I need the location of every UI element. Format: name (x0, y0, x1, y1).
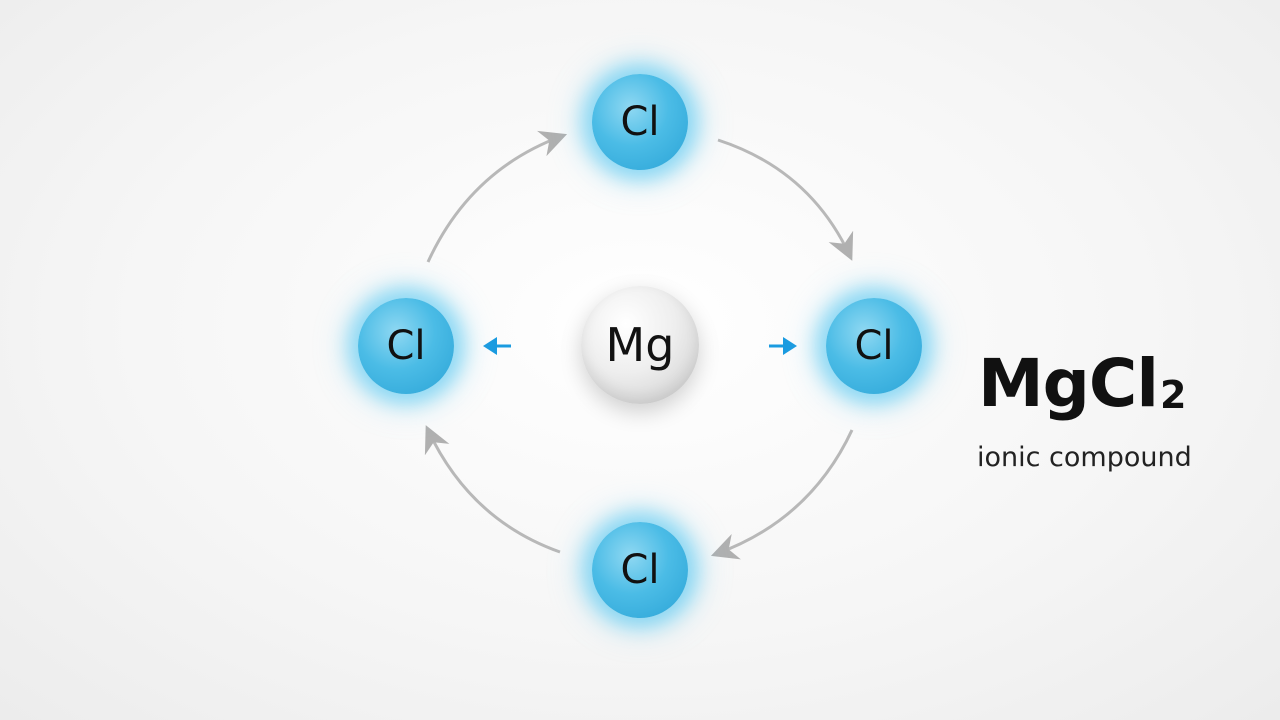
formula-base: MgCl (978, 345, 1159, 422)
formula-subscript: 2 (1159, 373, 1186, 417)
atom-label: Cl (620, 547, 660, 593)
cycle-arrow-left-to-top (426, 130, 568, 263)
magnesium-atom-center: Mg (581, 286, 699, 404)
compound-formula: MgCl2 (978, 345, 1186, 422)
cycle-arrow-right-to-bottom (710, 429, 854, 560)
chlorine-atom-right: Cl (826, 298, 922, 394)
chlorine-atom-bottom: Cl (592, 522, 688, 618)
cycle-arrow-bottom-to-left (424, 425, 561, 554)
atom-label: Cl (854, 323, 894, 369)
chlorine-atom-top: Cl (592, 74, 688, 170)
atom-label: Cl (386, 323, 426, 369)
transfer-arrow-right (769, 337, 797, 355)
compound-caption: ionic compound (977, 442, 1192, 473)
chlorine-atom-left: Cl (358, 298, 454, 394)
atom-label: Mg (605, 318, 675, 372)
transfer-arrow-left (483, 337, 511, 355)
cycle-arrow-top-to-right (717, 138, 854, 261)
atom-label: Cl (620, 99, 660, 145)
